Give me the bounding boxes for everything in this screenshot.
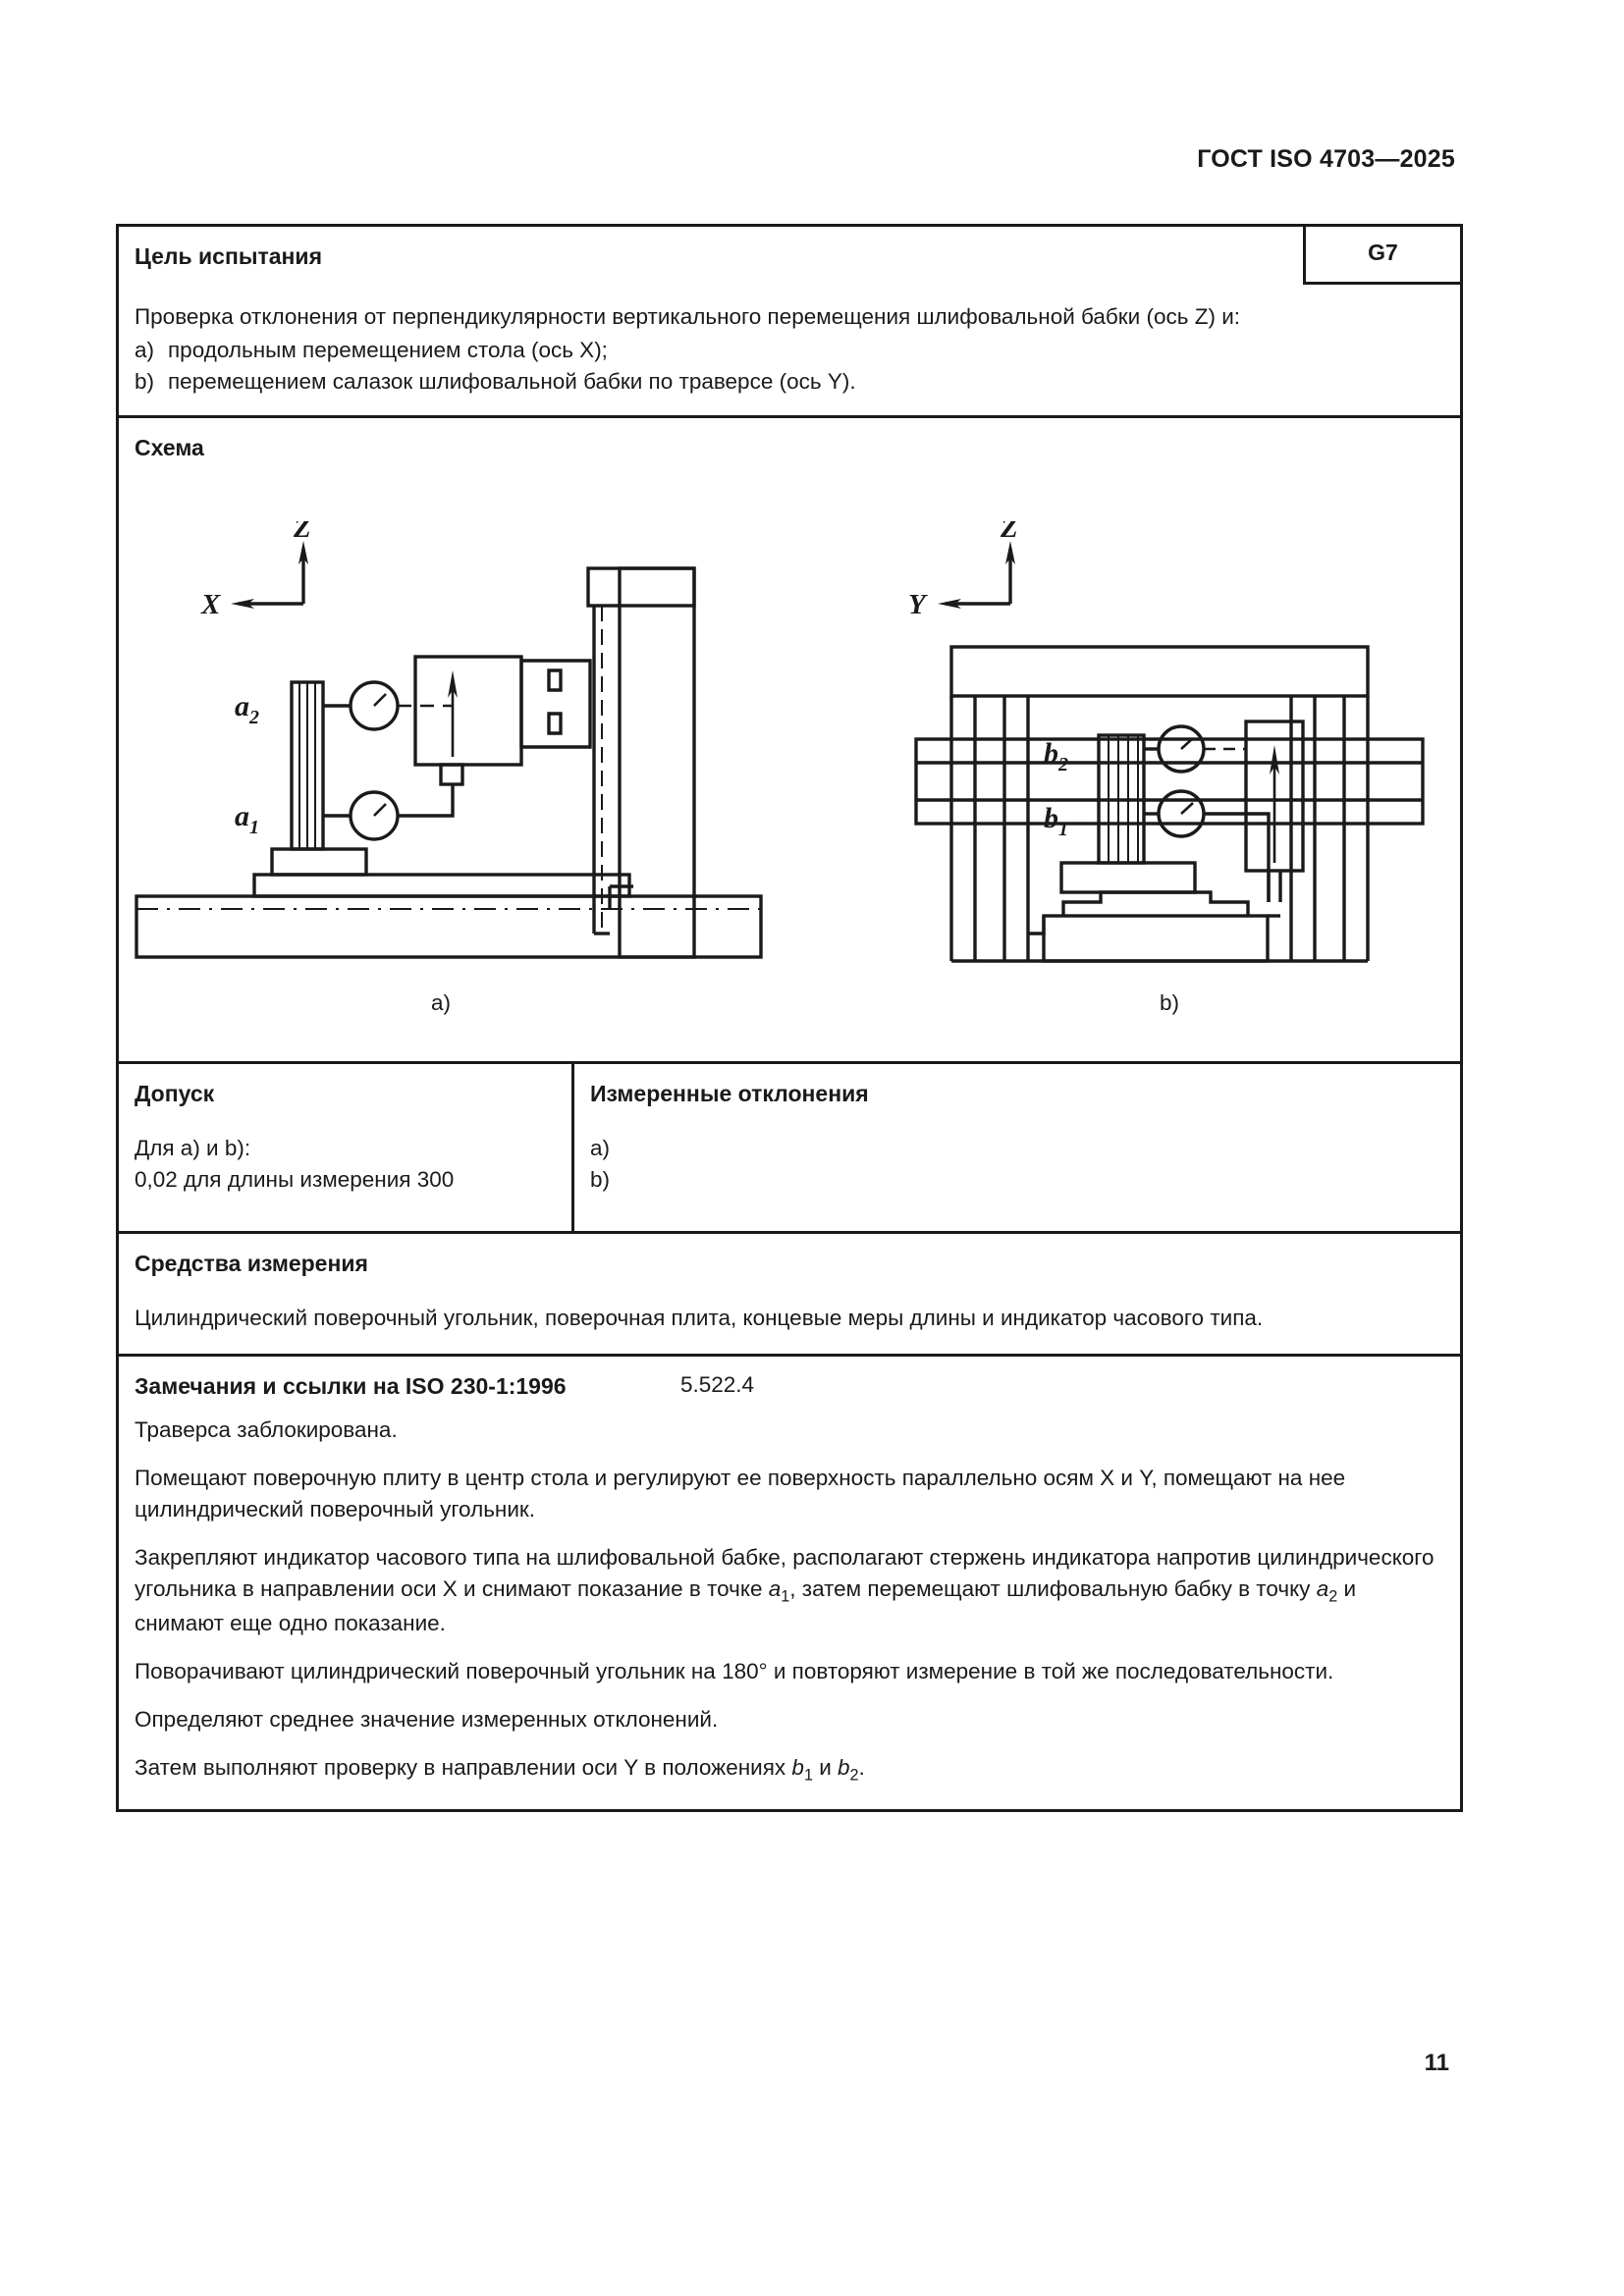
remarks-p6-text-1: Затем выполняют проверку в направлении о…	[135, 1755, 792, 1781]
diagram-a-machine-side-view: a2 a1 Z X	[135, 521, 763, 959]
purpose-title: Цель испытания	[135, 243, 322, 269]
scheme-figure-area: a2 a1 Z X	[119, 462, 1460, 1061]
purpose-item-marker: b)	[135, 368, 155, 394]
remarks-title: Замечания и ссылки на ISO 230-1:1996	[135, 1373, 567, 1400]
figure-caption-b: b)	[1160, 989, 1180, 1015]
tolerance-measured-row: Допуск Для a) и b): 0,02 для длины измер…	[119, 1063, 1460, 1234]
remarks-p3-symbol-1: a	[768, 1575, 782, 1601]
diagram-b-machine-front-view: b2 b1 Z Y	[908, 521, 1425, 963]
remarks-p6-symbol-2: b	[838, 1755, 850, 1781]
diagram-a-label-a2: a2	[235, 690, 259, 728]
scheme-title: Схема	[135, 434, 204, 460]
remarks-paragraph-3: Закрепляют индикатор часового типа на шл…	[135, 1542, 1444, 1639]
remarks-p6-symbol-1: b	[791, 1755, 804, 1781]
diagram-b-label-b2: b2	[1044, 737, 1068, 775]
scheme-header: Схема	[119, 418, 1460, 462]
remarks-p3-text-2: , затем перемещают шлифовальную бабку в …	[789, 1575, 1317, 1601]
scheme-row: Схема	[119, 418, 1460, 1064]
spacer	[590, 1107, 1444, 1133]
test-sheet-table: Цель испытания G7 Проверка отклонения от…	[116, 224, 1463, 1812]
measured-deviation-field-b[interactable]: b)	[590, 1167, 611, 1193]
remarks-p3-text-3: и снимают еще одно показание.	[135, 1575, 1357, 1636]
purpose-list-item: b) перемещением салазок шлифовальной баб…	[135, 366, 1444, 398]
figure-caption-a: a)	[431, 989, 452, 1015]
page-header-standard-title: ГОСТ ISO 4703—2025	[1197, 145, 1455, 173]
instruments-row: Средства измерения Цилиндрический поверо…	[119, 1234, 1460, 1358]
instruments-text: Цилиндрический поверочный угольник, пове…	[135, 1306, 1264, 1331]
tolerance-title: Допуск	[135, 1080, 215, 1106]
diagram-a-label-a1: a1	[235, 800, 259, 838]
purpose-item-marker: a)	[135, 337, 155, 362]
purpose-list: a) продольным перемещением стола (ось X)…	[135, 335, 1444, 398]
purpose-row: Цель испытания G7 Проверка отклонения от…	[119, 224, 1460, 418]
remarks-p3-subscript-2: 2	[1328, 1587, 1338, 1606]
measured-deviations-title: Измеренные отклонения	[590, 1080, 869, 1106]
purpose-body: Проверка отклонения от перпендикулярност…	[119, 288, 1460, 415]
remarks-paragraph-4: Поворачивают цилиндрический поверочный у…	[135, 1659, 1334, 1684]
purpose-header: Цель испытания G7	[119, 224, 1460, 288]
diagram-b-label-b1: b1	[1044, 802, 1068, 840]
remarks-paragraph-1: Траверса заблокирована.	[135, 1417, 398, 1442]
test-code-badge: G7	[1303, 224, 1460, 285]
purpose-lead-text: Проверка отклонения от перпендикулярност…	[135, 304, 1241, 329]
diagram-a-axis-x-label: X	[200, 589, 221, 620]
remarks-reference-clause: 5.522.4	[680, 1372, 755, 1398]
remarks-paragraph-5: Определяют среднее значение измеренных о…	[135, 1707, 719, 1733]
spacer	[135, 1107, 556, 1133]
remarks-p6-subscript-2: 2	[849, 1766, 859, 1785]
remarks-paragraph-2: Помещают поверочную плиту в центр стола …	[135, 1465, 1346, 1522]
tolerance-line-1: Для a) и b):	[135, 1136, 251, 1161]
remarks-p6-text-2: и	[812, 1755, 839, 1781]
remarks-p6-text-3: .	[858, 1755, 865, 1781]
purpose-list-item: a) продольным перемещением стола (ось X)…	[135, 335, 1444, 366]
purpose-item-label: продольным перемещением стола (ось X);	[168, 337, 608, 362]
remarks-header: Замечания и ссылки на ISO 230-1:1996 5.5…	[119, 1357, 1460, 1401]
measured-deviations-cell: Измеренные отклонения a) b)	[574, 1064, 1460, 1231]
remarks-p3-symbol-2: a	[1316, 1575, 1329, 1601]
spacer	[135, 1277, 1444, 1303]
instruments-cell: Средства измерения Цилиндрический поверо…	[119, 1234, 1460, 1355]
remarks-p6-subscript-1: 1	[803, 1766, 813, 1785]
instruments-title: Средства измерения	[135, 1250, 368, 1276]
remarks-body: Траверса заблокирована. Помещают повероч…	[119, 1401, 1460, 1809]
diagram-a-axis-z-label: Z	[293, 521, 311, 544]
measured-deviation-field-a[interactable]: a)	[590, 1136, 611, 1161]
diagram-b-axis-z-label: Z	[1000, 521, 1018, 544]
page-number: 11	[1424, 2050, 1449, 2076]
remarks-p3-text-1: Закрепляют индикатор часового типа на шл…	[135, 1544, 1435, 1601]
diagram-b-axis-y-label: Y	[908, 589, 928, 620]
purpose-item-label: перемещением салазок шлифовальной бабки …	[168, 368, 856, 394]
tolerance-cell: Допуск Для a) и b): 0,02 для длины измер…	[119, 1063, 574, 1231]
remarks-p3-subscript-1: 1	[781, 1587, 790, 1606]
remarks-paragraph-6: Затем выполняют проверку в направлении о…	[135, 1752, 1444, 1788]
tolerance-line-2: 0,02 для длины измерения 300	[135, 1167, 455, 1193]
remarks-row: Замечания и ссылки на ISO 230-1:1996 5.5…	[119, 1357, 1460, 1808]
